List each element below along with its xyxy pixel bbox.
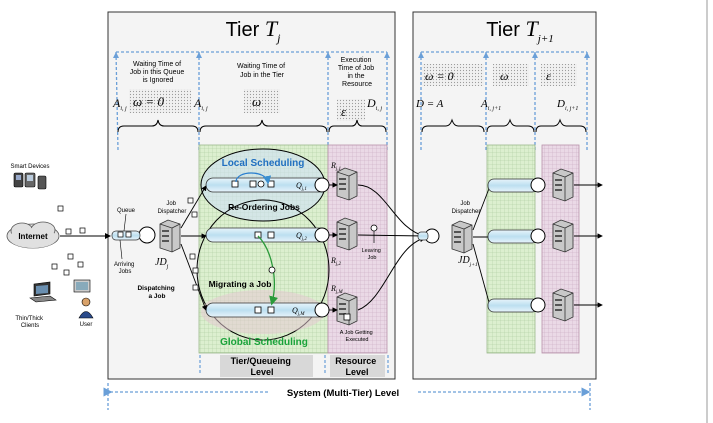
jd-j1-label: JDj+1 xyxy=(458,255,478,268)
server-j1-m xyxy=(552,288,574,322)
formula-2: ω xyxy=(252,94,261,109)
formula-3: ε xyxy=(341,104,347,119)
arriving-jobs-label: Arriving Jobs xyxy=(114,262,136,275)
formula-5: ω xyxy=(500,69,508,83)
rj2-label: Rj,2 xyxy=(330,256,342,267)
formula-box-5 xyxy=(493,64,529,86)
job-dispatcher-label: Job Dispatcher xyxy=(158,201,187,215)
dispatch-lines xyxy=(180,185,207,311)
job-dispatcher-j1-label: Job Dispatcher xyxy=(452,201,481,215)
tier-j-title: Tier Tj xyxy=(226,16,282,45)
smart-devices-label: Smart Devices xyxy=(10,164,49,170)
internet-label: Internet xyxy=(18,232,48,241)
d-equals-a-label: D = A xyxy=(415,98,444,110)
leaving-job-dot xyxy=(370,224,378,232)
system-level-guides xyxy=(103,383,591,410)
global-scheduling-label: Global Scheduling xyxy=(220,337,308,348)
formula-4: ω = 0 xyxy=(425,69,454,83)
a-ij-label-2: Ai, j xyxy=(193,96,208,112)
smart-devices-icon xyxy=(13,172,47,190)
queue-label: Queue xyxy=(117,208,136,214)
column-arrowheads xyxy=(113,52,590,58)
column-guides xyxy=(115,51,588,151)
tier-j1-title: Tier Tj+1 xyxy=(486,16,554,45)
formula-1: ω = 0 xyxy=(133,94,164,109)
tier-j1-queueing-area xyxy=(486,144,536,354)
queue-to-server-arrows xyxy=(329,182,338,313)
executing-job xyxy=(343,313,351,321)
inter-tier-curves xyxy=(357,184,426,311)
system-level-label: System (Multi-Tier) Level xyxy=(287,388,399,399)
queue-2-label: Qj,2 xyxy=(296,231,307,242)
queue-2 xyxy=(205,227,330,243)
thin-thick-clients-label: Thin/Thick Clients xyxy=(15,316,44,329)
a-ij-label: Ai, j xyxy=(112,96,127,112)
braces xyxy=(117,118,587,133)
dispatching-label: Dispatching a Job xyxy=(137,285,176,300)
resource-level-label: Resource Level xyxy=(335,356,379,377)
user-icon xyxy=(73,279,94,319)
col1-description: Waiting Time of Job in this Queue is Ign… xyxy=(130,61,186,84)
job-dispatcher-j1-server xyxy=(451,220,473,254)
tier-queueing-level-label: Tier/Queueing Level xyxy=(231,356,294,377)
dispatch-jobs xyxy=(187,197,199,291)
user-label: User xyxy=(80,322,93,328)
laptop-icon xyxy=(29,281,57,303)
dispatch-j1-lines xyxy=(472,185,491,307)
reorder-arrow xyxy=(235,172,272,185)
reordering-label: Re-Ordering Jobs xyxy=(228,202,300,212)
rjm-label: Rj,M xyxy=(330,284,344,295)
server-j1-1 xyxy=(552,168,574,202)
formula-box-2 xyxy=(244,89,280,113)
rj1-label: Rj,1 xyxy=(330,161,341,172)
level-guides xyxy=(199,355,389,375)
internet-cloud-icon xyxy=(6,221,60,249)
a-ij1-label: Ai, j+1 xyxy=(480,98,501,112)
migrating-label: Migrating a Job xyxy=(209,279,272,289)
formula-6: ε xyxy=(546,69,551,83)
formula-box-1 xyxy=(129,89,191,113)
queue-1-label: Qj,1 xyxy=(296,181,307,192)
queues-j1 xyxy=(487,177,546,313)
d-ij1-label: Di, j+1 xyxy=(556,98,578,112)
tier-level-bg xyxy=(220,355,313,377)
j1-output-arrows xyxy=(574,182,603,308)
migrate-arrow xyxy=(257,235,279,306)
col2-description: Waiting Time of Job in the Tier xyxy=(237,63,287,79)
formula-box-3 xyxy=(337,99,365,121)
d-ij-label: Di, j xyxy=(366,96,382,112)
resource-level-bg xyxy=(330,355,385,377)
jd-j-label: JDj xyxy=(155,257,169,270)
dispatcher-queue-circle xyxy=(138,226,156,244)
col3-description: Execution Time of Job in the Resource xyxy=(338,57,376,88)
job-executed-label: A Job Getting Executed xyxy=(340,330,375,343)
queue-m-label: Qj,M xyxy=(292,306,305,317)
server-rj1 xyxy=(336,167,358,201)
queue-m xyxy=(205,302,330,318)
leaving-job-label: Leaving Job xyxy=(362,248,383,261)
formula-box-4 xyxy=(422,64,484,86)
server-rj2 xyxy=(336,217,358,251)
local-scheduling-label: Local Scheduling xyxy=(222,158,305,169)
job-dispatcher-server xyxy=(159,219,181,253)
migrating-job xyxy=(268,266,276,274)
formula-box-6 xyxy=(541,64,577,86)
server-j1-2 xyxy=(552,219,574,253)
